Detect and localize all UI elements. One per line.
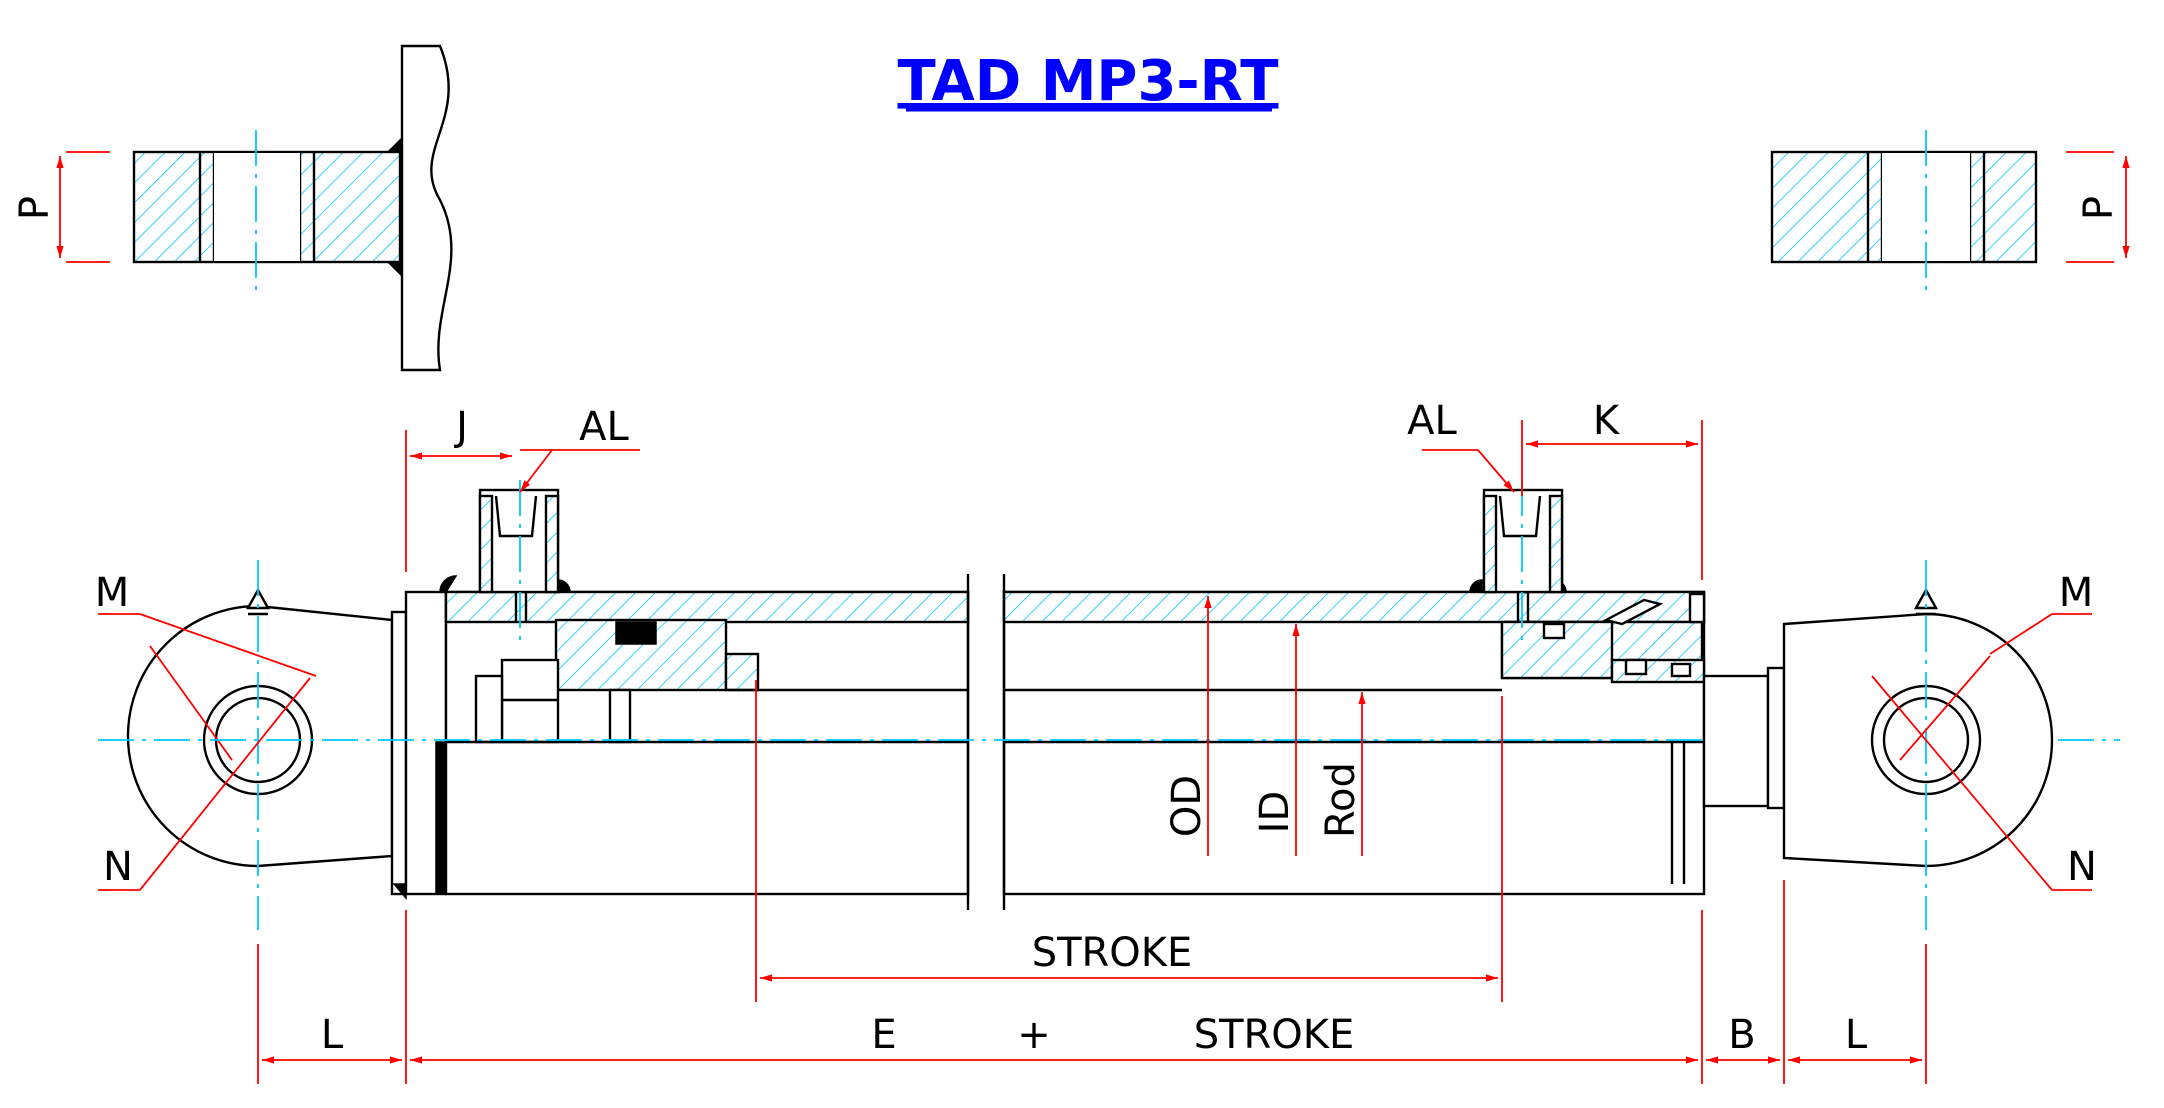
m-left-label: M [95,570,130,616]
l-left-label: L [321,1012,344,1058]
page-title: TAD MP3-RT [898,49,1279,114]
top-left-clevis-detail [56,44,453,372]
right-port-boss [1482,480,1564,640]
j-label: J [453,404,468,450]
al-right-label: AL [1407,398,1457,444]
rod-label: Rod [1318,762,1364,838]
m-right-label: M [2059,570,2094,616]
plus-label: + [1017,1012,1051,1058]
id-label: ID [1252,791,1298,834]
top-dimensions [405,420,1703,580]
p-left-label: P [12,196,58,220]
al-left-label: AL [579,404,629,450]
n-left-label: N [103,844,133,890]
od-label: OD [1164,775,1210,837]
b-label: B [1728,1012,1755,1058]
left-rod-eye [98,560,394,930]
left-port-boss [478,480,560,640]
stroke-label: STROKE [1032,930,1193,976]
p-right-label: P [2076,196,2122,220]
bottom-dimensions [257,680,1927,1084]
e-label: E [871,1012,896,1058]
n-right-label: N [2067,844,2097,890]
right-rod-eye [1702,560,2092,930]
k-label: K [1593,398,1621,444]
diameter-leaders [1204,596,1366,856]
l-right-label: L [1845,1012,1868,1058]
e-stroke-label: STROKE [1194,1012,1355,1058]
top-right-clevis-detail [1770,130,2130,290]
